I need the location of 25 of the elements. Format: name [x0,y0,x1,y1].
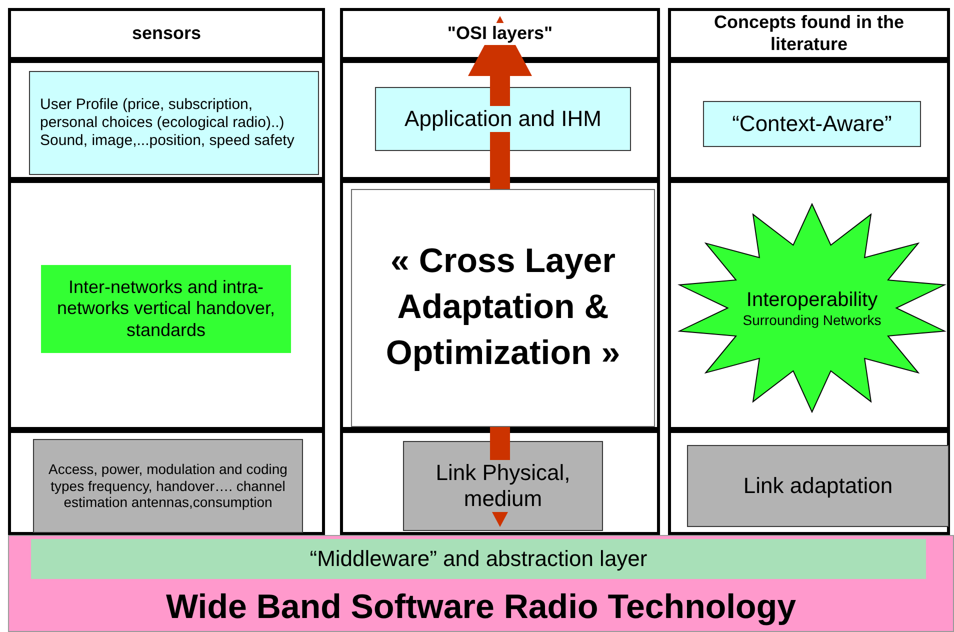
table-cell [8,430,325,535]
column-header [668,8,950,60]
technology-band [8,535,954,632]
layer-box [403,441,603,531]
middleware-bar [31,539,926,579]
box-text: Interoperability [746,288,878,312]
table-cell [8,180,325,430]
box-text: Surrounding Networks [742,312,882,328]
concept-box [687,445,949,527]
table-cell [668,430,950,535]
table-cell [668,180,950,430]
header-text: "OSI layers" [447,23,553,45]
column-header [340,8,660,60]
table-cell [340,60,660,180]
table-cell [668,60,950,180]
handover-box [41,265,291,353]
box-text: Application and IHM [404,106,602,132]
concept-box [703,101,921,147]
table-cell [340,430,660,535]
profile-box [29,71,319,175]
column-header [8,8,325,60]
parameter-box [33,439,303,533]
layer-box [375,87,631,151]
double-arrow [468,16,532,527]
table-cell [8,60,325,180]
